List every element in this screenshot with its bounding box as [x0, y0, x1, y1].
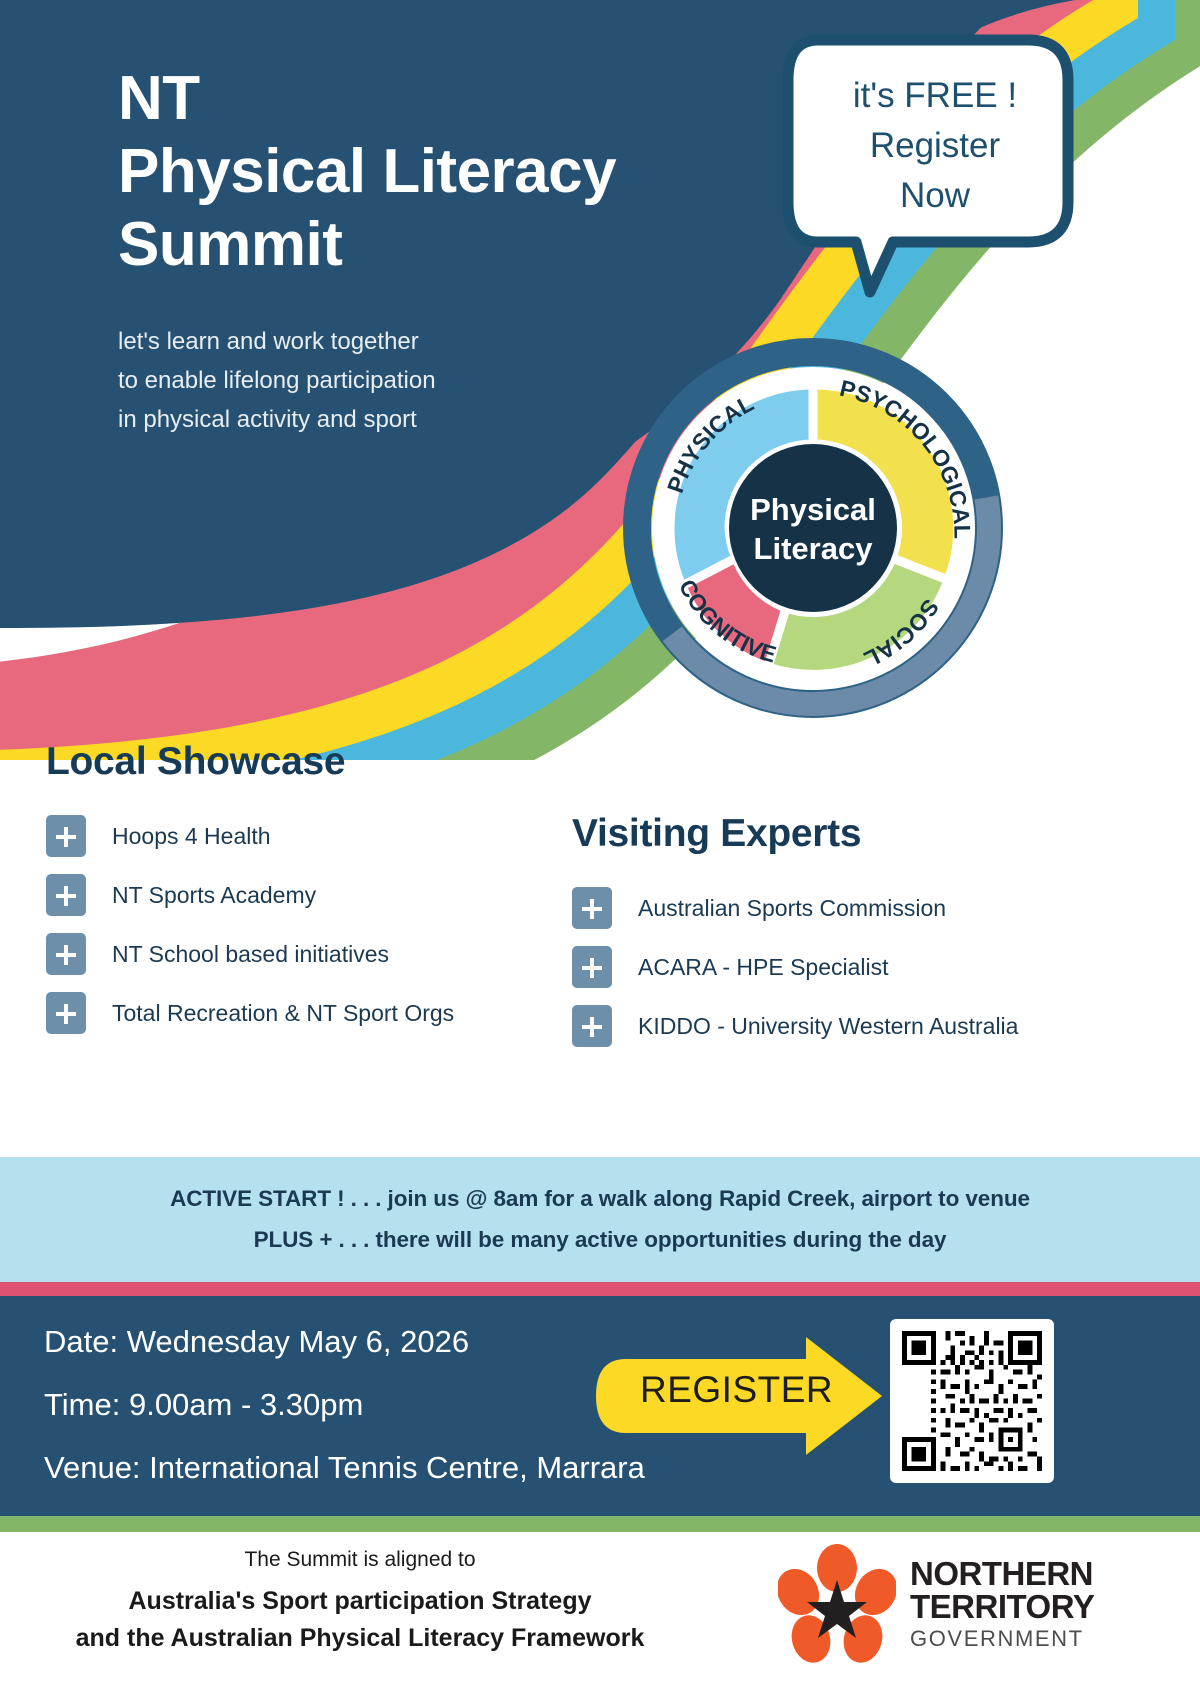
speech-bubble-shape [782, 34, 1074, 298]
green-divider [0, 1516, 1200, 1532]
page-title: NT Physical Literacy Summit [118, 62, 738, 281]
diagram-center-disc [729, 444, 897, 612]
list-item-label: Hoops 4 Health [112, 822, 271, 849]
register-speech-bubble[interactable]: it's FREE ! Register Now [778, 30, 1078, 325]
list-item[interactable]: Total Recreation & NT Sport Orgs [46, 991, 586, 1035]
event-date: Date: Wednesday May 6, 2026 [44, 1324, 470, 1359]
plus-icon [572, 946, 612, 988]
local-showcase-column: Local Showcase Hoops 4 Health NT Sports … [46, 740, 586, 1050]
footer-section: The Summit is aligned to Australia's Spo… [0, 1532, 1200, 1697]
list-item[interactable]: Australian Sports Commission [572, 886, 1172, 930]
pink-divider [0, 1282, 1200, 1296]
qr-code-icon [902, 1331, 1042, 1471]
subtitle-line-2: to enable lifelong participation [118, 367, 436, 395]
register-button[interactable] [592, 1337, 892, 1460]
diagram-center-line-2: Literacy [754, 531, 874, 566]
arrow-icon [596, 1337, 882, 1455]
active-start-line-1: ACTIVE START ! . . . join us @ 8am for a… [170, 1186, 1030, 1211]
diagram-center-line-1: Physical [750, 492, 876, 527]
event-detail-lines: Date: Wednesday May 6, 2026 Time: 9.00am… [44, 1324, 645, 1513]
qr-code[interactable] [890, 1319, 1054, 1483]
alignment-statement: The Summit is aligned to Australia's Spo… [30, 1548, 690, 1657]
list-item-label: Total Recreation & NT Sport Orgs [112, 999, 455, 1026]
visiting-experts-list: Australian Sports Commission ACARA - HPE… [572, 886, 1172, 1048]
list-item-label: NT School based initiatives [112, 940, 389, 967]
physical-literacy-diagram: Physical Literacy PHYSICAL PSYCHOLOGICAL… [568, 278, 1058, 723]
list-item-label: Australian Sports Commission [638, 894, 947, 921]
active-start-band: ACTIVE START ! . . . join us @ 8am for a… [0, 1157, 1200, 1282]
hero-section: NT Physical Literacy Summit let's learn … [0, 0, 1200, 760]
event-venue: Venue: International Tennis Centre, Marr… [44, 1450, 645, 1485]
showcase-section: Local Showcase Hoops 4 Health NT Sports … [0, 740, 1200, 1160]
nt-logo-wordmark: NORTHERN TERRITORY GOVERNMENT [910, 1555, 1095, 1652]
plus-icon [46, 815, 86, 857]
title-line-2: Physical Literacy [118, 137, 617, 207]
visiting-experts-heading: Visiting Experts [572, 812, 862, 855]
event-time: Time: 9.00am - 3.30pm [44, 1387, 364, 1422]
list-item-label: NT Sports Academy [112, 881, 317, 908]
nt-logo-line-1: NORTHERN [910, 1555, 1094, 1593]
nt-logo-line-3: GOVERNMENT [910, 1626, 1084, 1652]
list-item[interactable]: Hoops 4 Health [46, 814, 586, 858]
title-line-3: Summit [118, 210, 343, 280]
local-showcase-list: Hoops 4 Health NT Sports Academy NT Scho… [46, 814, 586, 1035]
plus-icon [46, 992, 86, 1034]
hero-text-block: NT Physical Literacy Summit let's learn … [118, 62, 738, 440]
plus-icon [46, 933, 86, 975]
hero-subtitle: let's learn and work together to enable … [118, 323, 738, 440]
alignment-line-2: and the Australian Physical Literacy Fra… [75, 1624, 645, 1652]
list-item[interactable]: ACARA - HPE Specialist [572, 945, 1172, 989]
nt-flower-icon [778, 1544, 896, 1663]
diagram-mid-ring [625, 340, 1001, 716]
nt-government-logo: NORTHERN TERRITORY GOVERNMENT [778, 1544, 1095, 1666]
bubble-line-2: Register [869, 126, 1001, 166]
list-item[interactable]: NT School based initiatives [46, 932, 586, 976]
plus-icon [572, 1005, 612, 1047]
bubble-line-3: Now [899, 175, 971, 215]
segment-psychological [808, 380, 963, 586]
local-showcase-heading: Local Showcase [46, 740, 346, 783]
list-item[interactable]: NT Sports Academy [46, 873, 586, 917]
list-item[interactable]: KIDDO - University Western Australia [572, 1004, 1172, 1048]
subtitle-line-1: let's learn and work together [118, 328, 419, 356]
visiting-experts-column: Visiting Experts Australian Sports Commi… [572, 812, 1172, 1063]
list-item-label: ACARA - HPE Specialist [638, 953, 889, 980]
list-item-label: KIDDO - University Western Australia [638, 1012, 1019, 1039]
speech-bubble-text: it's FREE ! Register Now [790, 36, 1080, 256]
nt-logo-line-2: TERRITORY [910, 1588, 1095, 1626]
plus-icon [572, 887, 612, 929]
diagram-segments [665, 380, 963, 679]
subtitle-line-3: in physical activity and sport [118, 406, 417, 434]
alignment-intro: The Summit is aligned to [244, 1548, 476, 1571]
plus-icon [46, 874, 86, 916]
active-start-line-2: PLUS + . . . there will be many active o… [253, 1226, 947, 1252]
bubble-line-1: it's FREE ! [852, 76, 1018, 116]
alignment-line-1: Australia's Sport participation Strategy [128, 1587, 592, 1615]
segment-social [762, 552, 954, 679]
title-line-1: NT [118, 64, 200, 133]
